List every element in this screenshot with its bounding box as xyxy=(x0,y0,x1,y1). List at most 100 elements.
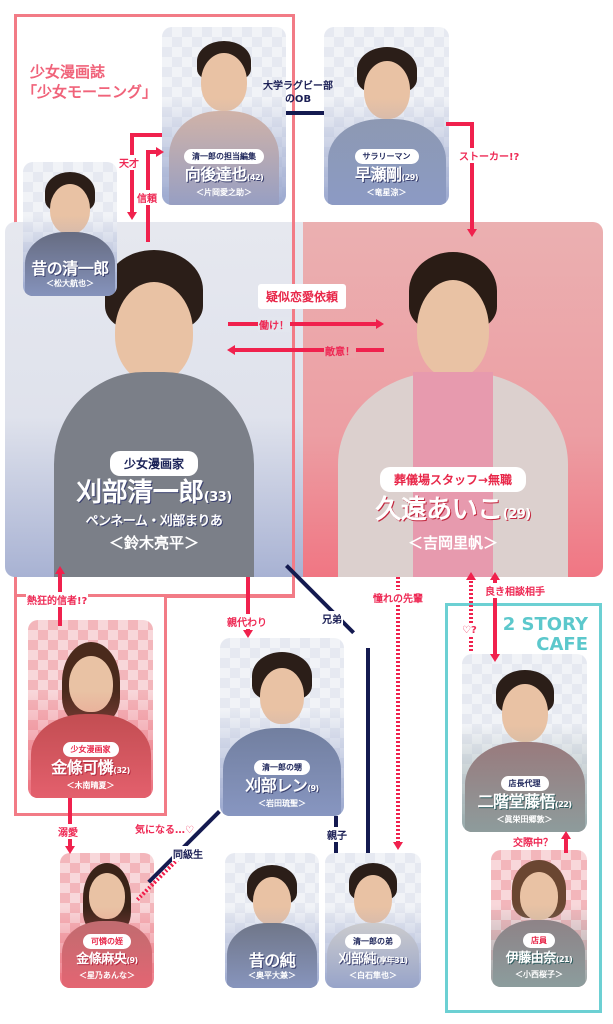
card-ito-yuna[interactable]: 店員 伊藤由奈(21) ＜小西桜子＞ xyxy=(491,850,587,987)
seiichiro-face xyxy=(115,282,193,382)
aiko-info: 葬儀場スタッフ→無職 久遠あいこ(29) ＜吉岡里帆＞ xyxy=(303,467,603,555)
arrow-down-icon xyxy=(393,842,403,850)
aiko-name: 久遠あいこ(29) xyxy=(375,495,531,525)
cafe-title: 2 STORY CAFE xyxy=(470,615,588,655)
seiichiro-actor: ＜鈴木亮平＞ xyxy=(108,534,199,552)
character-name: 刈部純(享年31) xyxy=(338,952,408,967)
actor-name: ＜岩田琉聖＞ xyxy=(258,799,306,808)
relation-label-dating: 交際中？ xyxy=(512,834,554,849)
role-badge: サラリーマン xyxy=(354,149,419,164)
relation-label-trust: 信頼 xyxy=(136,190,158,205)
relation-label-hostility: 敵意！ xyxy=(324,343,356,358)
actor-name: ＜奥平大兼＞ xyxy=(248,971,296,980)
seiichiro-info: 少女漫画家 刈部清一郎(33) ペンネーム・刈部まりあ ＜鈴木亮平＞ xyxy=(5,451,303,555)
role-badge: 少女漫画家 xyxy=(62,742,119,757)
character-name: 早瀬剛(29) xyxy=(355,165,418,184)
character-name: 金條麻央(9) xyxy=(76,952,138,967)
character-name: 向後達也(42) xyxy=(184,165,264,184)
seiichiro-penname: ペンネーム・刈部まりあ xyxy=(85,514,223,529)
card-konjo-karen[interactable]: 少女漫画家 金條可憐(32) ＜木南晴夏＞ xyxy=(28,620,153,798)
relation-label-fanatic: 熱狂的信者!? xyxy=(26,592,89,607)
card-konjo-mao[interactable]: 可憐の姪 金條麻央(9) ＜星乃あんな＞ xyxy=(60,853,154,988)
cafe-title-line2: CAFE xyxy=(536,634,588,655)
magazine-title: 少女漫画誌 「少女モーニング」 xyxy=(22,62,157,102)
relation-label-good-advisor: 良き相談相手 xyxy=(484,583,546,598)
actor-name: ＜竜星涼＞ xyxy=(366,188,407,197)
role-badge: 清一郎の甥 xyxy=(254,760,310,775)
actor-name: ＜白石隼也＞ xyxy=(349,971,397,980)
card-kogo-tatsuya[interactable]: 清一郎の担当編集 向後達也(42) ＜片岡愛之助＞ xyxy=(162,27,286,205)
actor-name: ＜眞栄田郷敦＞ xyxy=(496,815,553,824)
arrow-left-icon xyxy=(227,345,235,355)
relation-line-parent-substitute xyxy=(246,577,250,633)
character-name: 伊藤由奈(21) xyxy=(505,951,573,966)
card-young-jun[interactable]: 昔の純 ＜奥平大兼＞ xyxy=(225,853,319,988)
arrow-up-icon xyxy=(466,572,476,580)
relation-line-genius-h xyxy=(130,133,162,137)
seiichiro-name: 刈部清一郎(33) xyxy=(76,478,232,508)
relation-label-work: 働け！ xyxy=(258,317,290,332)
relation-label-doting: 溺愛 xyxy=(57,824,79,839)
arrow-up-icon xyxy=(561,831,571,839)
card-nikaido-togo[interactable]: 店長代理 二階堂藤悟(22) ＜眞栄田郷敦＞ xyxy=(462,654,587,832)
role-badge: 清一郎の担当編集 xyxy=(184,149,264,164)
cafe-group-frame xyxy=(445,603,602,1013)
relation-line-work xyxy=(228,322,378,326)
actor-name: ＜松大航也＞ xyxy=(46,279,94,288)
magazine-frame-right-edge xyxy=(292,222,295,597)
relation-line-heart xyxy=(469,577,473,653)
actor-name: ＜星乃あんな＞ xyxy=(79,971,135,980)
relation-line-admired-senpai xyxy=(396,577,400,842)
arrow-right-icon xyxy=(376,319,384,329)
relation-line-hostility xyxy=(234,348,384,352)
aiko-actor: ＜吉岡里帆＞ xyxy=(407,534,498,552)
card-kanbe-jun[interactable]: 清一郎の弟 刈部純(享年31) ＜白石隼也＞ xyxy=(325,853,421,988)
relation-label-brothers: 兄弟 xyxy=(321,611,343,626)
seiichiro-role: 少女漫画家 xyxy=(109,451,198,476)
magazine-title-line1: 少女漫画誌 xyxy=(30,63,106,81)
relation-line-doting xyxy=(68,798,72,848)
relation-label-rugby-ob: 大学ラグビー部のOB xyxy=(263,81,333,105)
relation-label-classmates: 同級生 xyxy=(172,846,204,861)
actor-name: ＜小西桜子＞ xyxy=(515,970,563,979)
actor-name: ＜木南晴夏＞ xyxy=(66,781,115,790)
character-name: 刈部レン(9) xyxy=(245,776,319,795)
relation-label-parent-child: 親子 xyxy=(326,827,348,842)
relation-label-curious: 気になる…♡ xyxy=(134,821,195,836)
card-young-seiichiro[interactable]: 昔の清一郎 ＜松大航也＞ xyxy=(23,162,117,296)
magazine-title-line2: 「少女モーニング」 xyxy=(22,83,158,101)
card-hayase-go[interactable]: サラリーマン 早瀬剛(29) ＜竜星涼＞ xyxy=(324,27,449,205)
relation-line-dating xyxy=(564,835,568,853)
card-kanbe-ren[interactable]: 清一郎の甥 刈部レン(9) ＜岩田琉聖＞ xyxy=(220,638,344,816)
aiko-role: 葬儀場スタッフ→無職 xyxy=(379,467,527,492)
relation-line-stalker-v xyxy=(470,122,474,230)
seiichiro-panel[interactable]: 少女漫画家 刈部清一郎(33) ペンネーム・刈部まりあ ＜鈴木亮平＞ xyxy=(5,222,303,577)
relation-label-admired-senpai: 憧れの先輩 xyxy=(372,590,424,605)
cafe-title-line1: 2 STORY xyxy=(502,614,588,635)
arrow-up-icon xyxy=(55,566,65,574)
actor-name: ＜片岡愛之助＞ xyxy=(196,188,252,197)
arrow-down-icon xyxy=(65,846,75,854)
character-name: 昔の純 xyxy=(248,951,296,970)
relation-line-rugby-ob xyxy=(286,111,324,115)
role-badge: 可憐の姪 xyxy=(83,934,131,949)
relation-label-heart-question: ♡? xyxy=(461,625,478,636)
role-badge: 店長代理 xyxy=(500,776,549,791)
relation-line-genius-v xyxy=(130,133,134,213)
arrow-down-icon xyxy=(490,654,500,662)
character-name: 金條可憐(32) xyxy=(51,758,130,777)
role-badge: 店員 xyxy=(523,933,555,948)
relation-line-stalker-h xyxy=(446,122,472,126)
relation-label-fake-love-request: 疑似恋愛依頼 xyxy=(258,284,347,309)
arrow-right-icon xyxy=(156,147,164,157)
arrow-up-icon xyxy=(490,572,500,580)
aiko-panel[interactable]: 葬儀場スタッフ→無職 久遠あいこ(29) ＜吉岡里帆＞ xyxy=(303,222,603,577)
magazine-frame-join xyxy=(166,595,295,598)
relation-line-trust-h xyxy=(146,150,158,154)
magazine-group-frame-lower xyxy=(14,594,167,816)
arrow-down-icon xyxy=(127,212,137,220)
relation-line-good-advisor xyxy=(493,578,497,654)
relation-label-stalker: ストーカー!? xyxy=(458,148,521,163)
aiko-face xyxy=(417,280,489,378)
role-badge: 清一郎の弟 xyxy=(345,934,401,949)
